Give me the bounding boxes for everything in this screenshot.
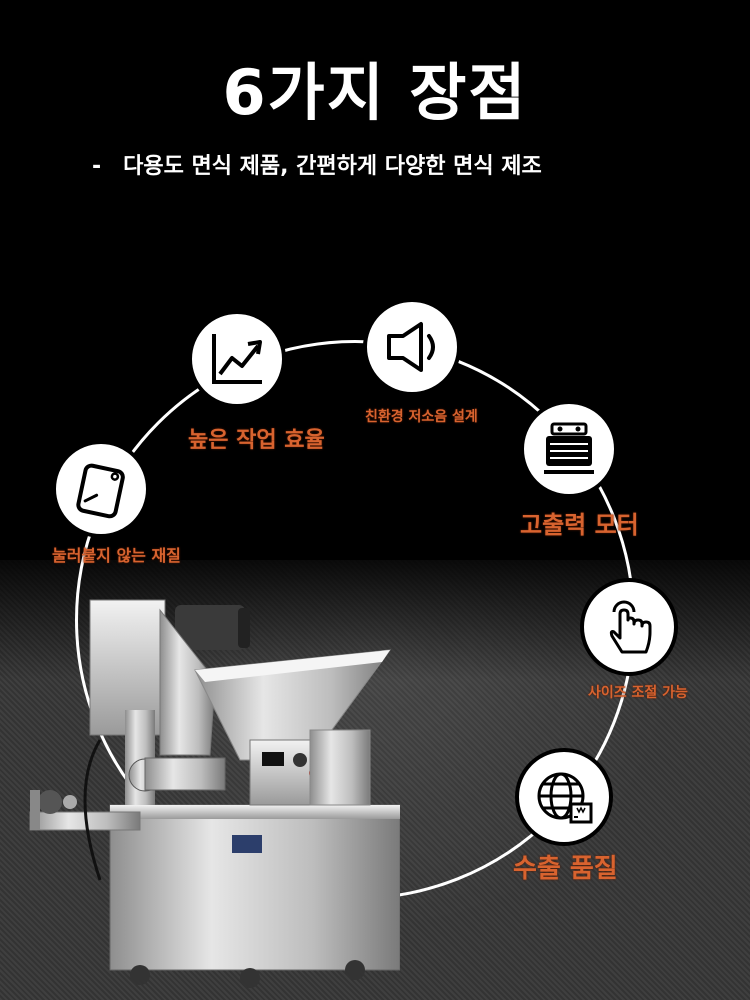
feature-motor-circle bbox=[520, 400, 618, 498]
touch-hand-icon bbox=[609, 600, 652, 654]
speaker-icon bbox=[387, 322, 435, 372]
page-subtitle: -다용도 면식 제품, 간편하게 다양한 면식 제조 bbox=[92, 148, 542, 180]
subtitle-text: 다용도 면식 제품, 간편하게 다양한 면식 제조 bbox=[123, 154, 542, 179]
feature-nonstick-circle bbox=[52, 440, 150, 538]
feature-label-motor: 고출력 모터 bbox=[520, 511, 639, 539]
feature-size-circle bbox=[580, 578, 678, 676]
feature-low-noise-circle bbox=[363, 298, 461, 396]
feature-label-nonstick: 눌러붙지 않는 재질 bbox=[52, 546, 181, 565]
feature-label-efficiency: 높은 작업 효율 bbox=[188, 428, 325, 453]
noodle-machine-image bbox=[29, 599, 400, 988]
feature-efficiency-circle bbox=[188, 310, 286, 408]
motor-icon bbox=[544, 422, 594, 474]
trend-up-icon bbox=[212, 334, 262, 384]
subtitle-dash: - bbox=[92, 154, 102, 179]
cutting-board-icon bbox=[76, 463, 125, 519]
globe-box-icon bbox=[537, 772, 593, 824]
feature-label-low-noise: 친환경 저소음 설계 bbox=[365, 409, 478, 425]
feature-label-size: 사이즈 조절 가능 bbox=[588, 685, 688, 701]
page-title: 6가지 장점 bbox=[222, 56, 528, 129]
feature-export-circle bbox=[515, 748, 613, 846]
feature-label-export: 수출 품질 bbox=[513, 854, 618, 884]
